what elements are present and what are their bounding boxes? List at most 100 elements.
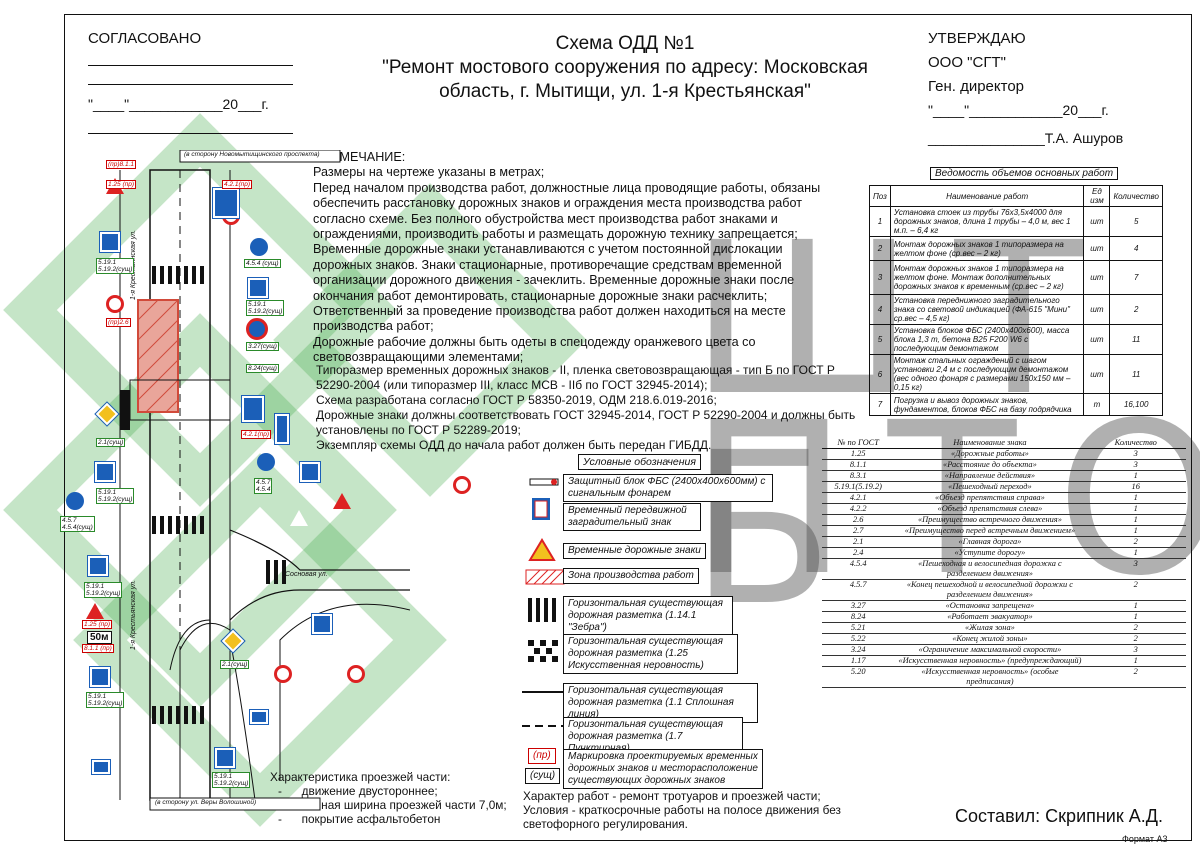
- road-chars-item: - полная ширина проезжей части 7,0м;: [278, 798, 507, 812]
- cell-qty: 16,100: [1109, 393, 1163, 416]
- sign-label-pr: 8.1.1 (пр): [82, 644, 114, 653]
- pedestrian-crossing-sign-icon: [94, 461, 116, 483]
- table-row: 2.1«Главная дорога»2: [822, 536, 1186, 548]
- cell-sign-name: «Преимущество перед встречным движением»: [894, 525, 1086, 537]
- street-label-side: Сосновая ул.: [285, 571, 328, 578]
- cell-sign-name: «Жилая зона»: [894, 622, 1086, 634]
- col-qty: Количество: [1109, 185, 1163, 207]
- no-entry-sign-icon: [347, 665, 365, 683]
- road-chars-heading: Характеристика проезжей части:: [270, 770, 451, 784]
- work-info-line: Условия - краткосрочные работы на полосе…: [523, 803, 841, 817]
- table-row: 5.21«Жилая зона»2: [822, 622, 1186, 634]
- cell-count: 2: [1085, 579, 1186, 601]
- distance-label: 50м: [87, 631, 112, 644]
- road-works-sign-icon: [86, 603, 104, 619]
- cell-sign-name: «Объезд препятствия справа»: [894, 492, 1086, 504]
- cell-sign-name: «Остановка запрещена»: [894, 600, 1086, 612]
- approved-date: "____"____________20___г.: [88, 96, 269, 112]
- table-row: 4.2.2«Объезд препятствия слева»1: [822, 503, 1186, 515]
- approved-heading: СОГЛАСОВАНО: [88, 30, 202, 47]
- sign-label-pr: 4.2.1(пр): [241, 430, 271, 439]
- cell-gost: 2.4: [822, 547, 895, 559]
- street-label-vertical-2: 1-я Крестьянская ул.: [130, 579, 137, 650]
- cell-gost: 5.20: [822, 666, 895, 688]
- notes-line: Дорожные знаки должны соответствовать ГО…: [316, 408, 856, 422]
- table-row: 2.6«Преимущество встречного движения»1: [822, 514, 1186, 526]
- legend-item-barrier: Временный передвижной заградительный зна…: [563, 503, 701, 531]
- cell-unit: шт: [1083, 206, 1111, 237]
- col-gost: № по ГОСТ: [822, 437, 895, 449]
- cell-gost: 2.1: [822, 536, 895, 548]
- table-row: 5.20«Искусственная неровность» (особые п…: [822, 666, 1186, 688]
- pedestrian-crossing-sign-icon: [247, 277, 269, 299]
- cell-sign-name: «Расстояние до объекта»: [894, 459, 1086, 471]
- cell-count: 3: [1085, 558, 1186, 580]
- barrier-sign-icon: [212, 187, 240, 219]
- legend-tag-sush: (сущ): [525, 768, 561, 784]
- notes-line: Перед началом производства работ, должно…: [313, 180, 821, 195]
- approved-line-2: [88, 84, 293, 85]
- cell-count: 1: [1085, 514, 1186, 526]
- cell-qty: 5: [1109, 206, 1163, 237]
- notes-line: дорожных знаков. Знаки стационарные, про…: [313, 257, 782, 272]
- cell-gost: 8.24: [822, 611, 895, 623]
- sign-label: 4.5.4 (сущ): [244, 259, 281, 268]
- cell-gost: 3.24: [822, 644, 895, 656]
- title-line-1: Схема ОДД №1: [555, 33, 695, 54]
- road-chars-text: покрытие асфальтобетон: [301, 812, 441, 826]
- cell-qty: 2: [1109, 294, 1163, 325]
- volume-table-title: Ведомость объемов основных работ: [930, 167, 1119, 180]
- table-row: 4.5.7«Конец пешеходной и велосипедной до…: [822, 579, 1186, 601]
- barrier-sign-icon: [241, 395, 265, 423]
- cell-gost: 4.5.7: [822, 579, 895, 601]
- signs-header-row: № по ГОСТ Наименование знака Количество: [822, 437, 1186, 449]
- title-line-2: "Ремонт мостового сооружения по адресу: …: [382, 57, 868, 78]
- col-count: Количество: [1085, 437, 1186, 449]
- pedestrian-crossing-sign-icon: [214, 747, 236, 769]
- cell-qty: 11: [1109, 324, 1163, 355]
- bike-path-sign-icon: [250, 238, 268, 256]
- cell-gost: 4.2.2: [822, 503, 895, 515]
- cell-sign-name: «Пешеходная и велосипедная дорожка с раз…: [894, 558, 1086, 580]
- speed-limit-sign-icon: [453, 476, 471, 494]
- notes-heading: ПРИМЕЧАНИЕ:: [313, 150, 406, 164]
- cell-gost: 1.17: [822, 655, 895, 667]
- cell-count: 3: [1085, 644, 1186, 656]
- approved-line-1: [88, 65, 293, 66]
- notes-line: 52290-2004 (или типоразмер III, класс МС…: [316, 378, 708, 392]
- speed-bump-sign-icon: [290, 510, 308, 526]
- cell-unit: шт: [1083, 260, 1111, 295]
- sign-label-pr: (пр)2.6: [106, 318, 131, 327]
- cell-pos: 4: [869, 294, 891, 325]
- cell-sign-name: «Главная дорога»: [894, 536, 1086, 548]
- confirm-signature: _______________Т.А. Ашуров: [928, 130, 1124, 146]
- cell-unit: т: [1083, 393, 1111, 416]
- cell-gost: 3.27: [822, 600, 895, 612]
- table-row: 4.5.4«Пешеходная и велосипедная дорожка …: [822, 558, 1186, 580]
- cell-name: Погрузка и вывоз дорожных знаков, фундам…: [889, 393, 1085, 416]
- cell-pos: 3: [869, 260, 891, 295]
- cell-sign-name: «Конец пешеходной и велосипедной дорожки…: [894, 579, 1086, 601]
- cell-qty: 7: [1109, 260, 1163, 295]
- speed-limit-sign-icon: [274, 665, 292, 683]
- legend-item-temp-signs: Временные дорожные знаки: [563, 543, 706, 559]
- table-row: 4.2.1«Объезд препятствия справа»1: [822, 492, 1186, 504]
- no-stopping-sign-icon: [246, 318, 268, 340]
- approved-line-3: [88, 133, 293, 134]
- cell-pos: 5: [869, 324, 891, 355]
- cell-count: 2: [1085, 536, 1186, 548]
- road-chars-item: - покрытие асфальтобетон: [278, 812, 441, 826]
- notes-line: обеспечить расстановку дорожных знаков и…: [313, 196, 802, 211]
- sign-label: 2.1(сущ): [96, 438, 126, 447]
- table-row: 5.19.1(5.19.2)«Пешеходный переход»16: [822, 481, 1186, 493]
